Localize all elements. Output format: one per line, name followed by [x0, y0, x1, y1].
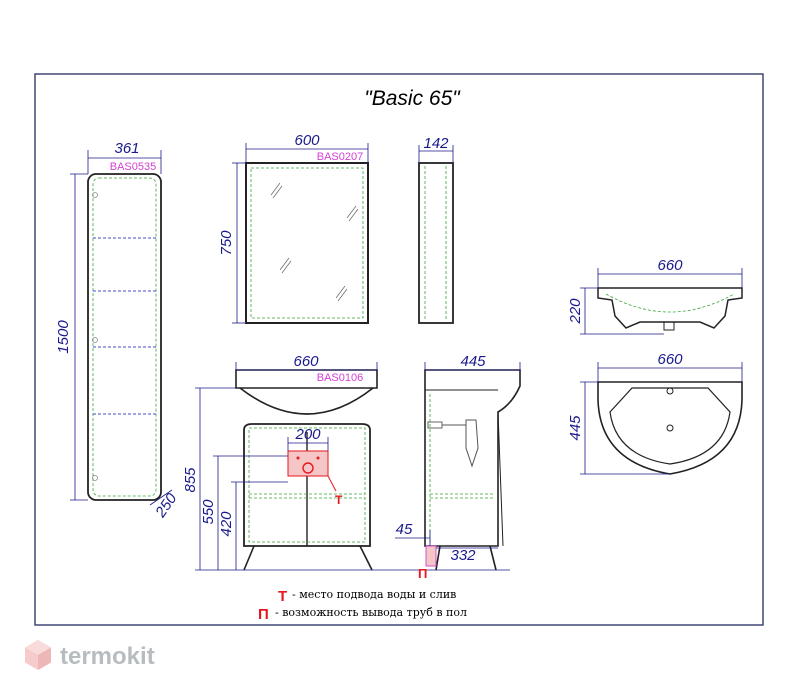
legend-text-floor: - возможность вывода труб в пол	[275, 606, 467, 619]
vanity-front-dimensions	[195, 362, 510, 571]
drain-hole-icon	[302, 462, 314, 474]
vanity-depth-label: 445	[460, 353, 486, 370]
vanity-width-label: 660	[293, 353, 319, 370]
vanity-floor-marker: П	[418, 566, 427, 581]
sink-side-view	[597, 287, 743, 331]
drawing-frame	[34, 73, 764, 626]
mirror-dimensions	[232, 143, 369, 324]
mirror-width-label: 600	[294, 132, 320, 149]
sink-side-dimensions	[580, 268, 743, 335]
termokit-logo: termokit	[25, 640, 155, 670]
pipe-zone-width-label: 200	[294, 426, 321, 443]
legend-text-water: - место подвода воды и слив	[292, 588, 456, 601]
vanity-side-dimensions	[395, 362, 521, 549]
mirror-side-view	[418, 162, 454, 324]
floor-offset-label: 332	[450, 547, 476, 564]
drawing-title: "Basic 65"	[364, 87, 461, 110]
drain-icon	[666, 424, 674, 432]
vanity-front	[235, 369, 378, 571]
logo-text: termokit	[60, 643, 155, 670]
tall-cabinet-depth-label: 250	[152, 490, 181, 522]
vanity-code: BAS0106	[317, 372, 363, 384]
mirror-code: BAS0207	[317, 151, 363, 163]
mirror-height-label: 750	[218, 230, 235, 256]
mirror-depth-label: 142	[423, 135, 449, 152]
vanity-side-view	[424, 369, 521, 571]
vanity-pipe-height-label: 420	[218, 511, 235, 537]
sink-top-width-label: 660	[657, 351, 683, 368]
legend: Т - место подвода воды и слив П - возмож…	[258, 588, 467, 623]
mirror-side-dimensions	[418, 145, 454, 163]
tall-cabinet-height-label: 1500	[55, 320, 72, 354]
tall-cabinet-code: BAS0535	[110, 161, 156, 173]
vanity-basin-height-label: 550	[200, 499, 217, 525]
sink-side-width-label: 660	[657, 257, 683, 274]
tall-cabinet-front	[87, 173, 162, 501]
sink-side-height-label: 220	[567, 298, 584, 325]
sink-top-depth-label: 445	[567, 415, 584, 441]
hexagon-cube-icon	[25, 640, 51, 670]
vanity-water-marker: Т	[335, 493, 343, 507]
legend-symbol-floor: П	[258, 606, 269, 623]
mirror-front	[245, 162, 369, 324]
legend-symbol-water: Т	[278, 588, 287, 605]
sink-top-view	[597, 381, 743, 475]
leg-offset-label: 45	[396, 521, 413, 538]
tall-cabinet-width-label: 361	[114, 140, 139, 157]
faucet-hole-icon	[666, 387, 674, 395]
vanity-total-height-label: 855	[182, 467, 199, 493]
floor-pipe-outlet	[425, 545, 437, 567]
sink-top-dimensions	[580, 362, 743, 475]
tall-cabinet-dimensions	[70, 150, 173, 506]
